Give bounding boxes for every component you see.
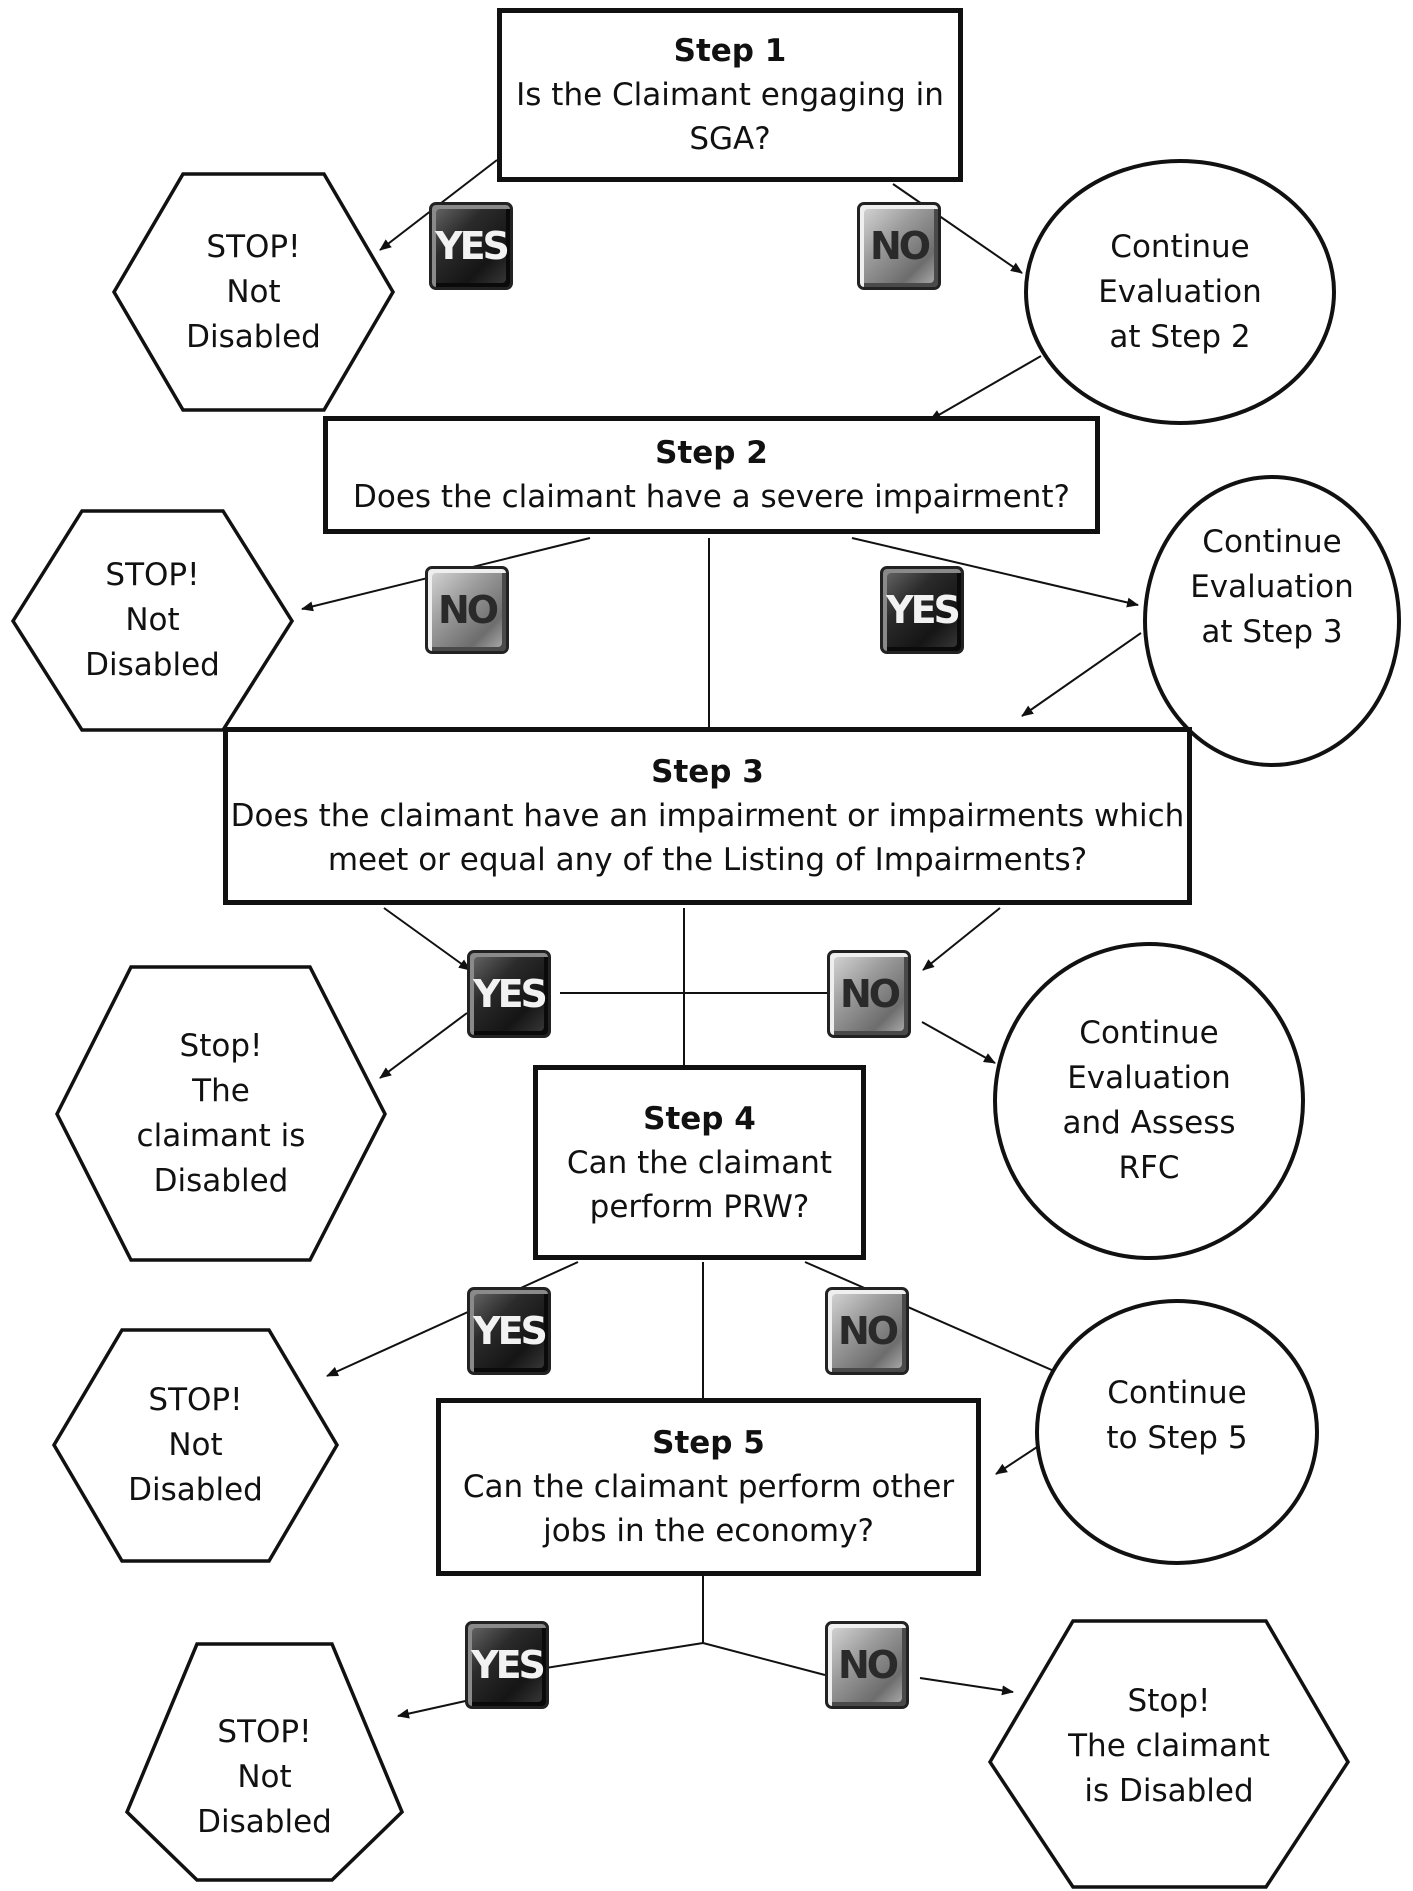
yes-key-icon: YES (429, 202, 513, 290)
continue-text-line: at Step 2 (1109, 318, 1251, 355)
arrow-step4-to-continue5 (804, 1261, 1071, 1379)
continue-text-line: Continue (1079, 1015, 1219, 1051)
continue-text-line: Continue (1107, 1375, 1247, 1411)
step-5-question-line: Can the claimant perform other (462, 1469, 955, 1505)
step-4-question-line: Can the claimant (566, 1144, 833, 1181)
stop-hexagon-6 (987, 1619, 1351, 1889)
stop-text-line: claimant is (136, 1117, 306, 1154)
continue-text-line: Evaluation (1190, 568, 1354, 605)
continue-2-text: Continue Evaluation at Step 3 (1145, 477, 1399, 697)
step-5-title: Step 5 (652, 1425, 765, 1461)
stop-text-line: Not (125, 602, 180, 638)
step-3-title: Step 3 (651, 754, 764, 790)
continue-text-line: RFC (1118, 1150, 1180, 1186)
step-3-question-line: meet or equal any of the Listing of Impa… (327, 842, 1088, 878)
arrow-continue3-to-step3 (1021, 632, 1142, 717)
continue-circle-3 (993, 942, 1305, 1260)
step-5-box: Step 5 Can the claimant perform other jo… (436, 1398, 981, 1576)
stop-text-line: STOP! (206, 228, 301, 265)
step-4-question-line: perform PRW? (589, 1188, 810, 1225)
step-2-box: Step 2 Does the claimant have a severe i… (323, 416, 1100, 534)
stop-1-text: STOP! Not Disabled (114, 174, 393, 410)
arrow-step3-to-yes (383, 907, 471, 971)
step-2-title: Step 2 (655, 435, 768, 471)
continue-3-text: Continue Evaluation and Assess RFC (995, 944, 1303, 1258)
stop-hexagon-5 (124, 1642, 405, 1882)
arrow-step3-to-stop3 (379, 1012, 468, 1079)
stop-text-line: Disabled (186, 318, 321, 355)
yes-key-icon: YES (880, 566, 964, 654)
stop-text-line: STOP! (217, 1713, 312, 1750)
step-5-question-line: jobs in the economy? (543, 1513, 874, 1549)
continue-text-line: Evaluation (1098, 273, 1262, 310)
step-1-title: Step 1 (673, 33, 787, 69)
stop-text-line: Disabled (153, 1162, 289, 1199)
stop-text-line: Not (237, 1758, 292, 1795)
stop-hexagon-1 (111, 172, 396, 412)
arrow-step4-to-stop4 (326, 1261, 579, 1377)
continue-text-line: Continue (1110, 228, 1250, 265)
continue-text-line: at Step 3 (1201, 613, 1343, 650)
step-2-question-line: Does the claimant have a severe impairme… (353, 479, 1070, 515)
stop-text-line: Disabled (197, 1803, 332, 1840)
continue-circle-1 (1024, 159, 1336, 425)
arrow-step1-to-continue2 (892, 183, 1023, 274)
stop-text-line: Disabled (85, 647, 220, 683)
arrow-step5-to-stop5 (397, 1699, 471, 1719)
stop-hexagon-3 (55, 965, 387, 1262)
stop-5-text: STOP! Not Disabled (127, 1674, 402, 1880)
stop-text-line: Not (226, 273, 281, 310)
stop-text-line: STOP! (148, 1382, 243, 1418)
yes-key-icon: YES (467, 1287, 551, 1375)
continue-text-line: and Assess (1062, 1105, 1236, 1141)
stop-text-line: Stop! (179, 1027, 263, 1064)
step-3-box: Step 3 Does the claimant have an impairm… (223, 727, 1192, 905)
stop-hexagon-4 (51, 1328, 340, 1563)
step-3-question-line: Does the claimant have an impairment or … (230, 798, 1185, 834)
stop-text-line: Stop! (1127, 1682, 1211, 1719)
arrow-continue2-to-step2 (929, 355, 1042, 421)
continue-text-line: Continue (1202, 523, 1342, 560)
continue-text-line: Evaluation (1067, 1060, 1231, 1096)
connectors (301, 159, 1142, 1719)
step-4-box: Step 4 Can the claimant perform PRW? (533, 1065, 866, 1260)
stop-3-text: Stop! The claimant is Disabled (57, 967, 385, 1260)
stop-6-text: Stop! The claimant is Disabled (990, 1640, 1348, 1852)
stop-text-line: Disabled (128, 1472, 263, 1508)
stop-text-line: The claimant (1068, 1727, 1270, 1764)
no-key-icon: NO (425, 566, 509, 654)
step-1-box: Step 1 Is the Claimant engaging in SGA? (497, 8, 963, 182)
step-1-question-line: SGA? (689, 121, 771, 157)
step-1-question-line: Is the Claimant engaging in (516, 77, 944, 113)
arrow-step2-to-continue3 (851, 537, 1139, 608)
stop-4-text: STOP! Not Disabled (54, 1330, 337, 1561)
stop-text-line: Not (168, 1427, 223, 1463)
arrow-step3-to-continue-rfc (921, 1021, 996, 1064)
yes-key-icon: YES (465, 1621, 549, 1709)
yes-key-icon: YES (467, 950, 551, 1038)
arrow-step5-to-stop6 (919, 1677, 1014, 1696)
stop-text-line: The (192, 1072, 250, 1109)
continue-circle-2 (1143, 475, 1401, 767)
step-4-title: Step 4 (643, 1100, 756, 1137)
stop-text-line: is Disabled (1084, 1772, 1254, 1809)
no-key-icon: NO (825, 1287, 909, 1375)
stop-2-text: STOP! Not Disabled (13, 511, 292, 730)
no-key-icon: NO (827, 950, 911, 1038)
continue-circle-4 (1035, 1299, 1319, 1565)
continue-4-text: Continue to Step 5 (1037, 1331, 1317, 1501)
stop-text-line: STOP! (105, 557, 200, 593)
stop-hexagon-2 (10, 509, 295, 732)
no-key-icon: NO (857, 202, 941, 290)
line-step5-to-no (702, 1642, 826, 1676)
arrow-step3-to-no (922, 907, 1001, 971)
continue-text-line: to Step 5 (1106, 1420, 1248, 1456)
no-key-icon: NO (825, 1621, 909, 1709)
continue-1-text: Continue Evaluation at Step 2 (1026, 161, 1334, 423)
